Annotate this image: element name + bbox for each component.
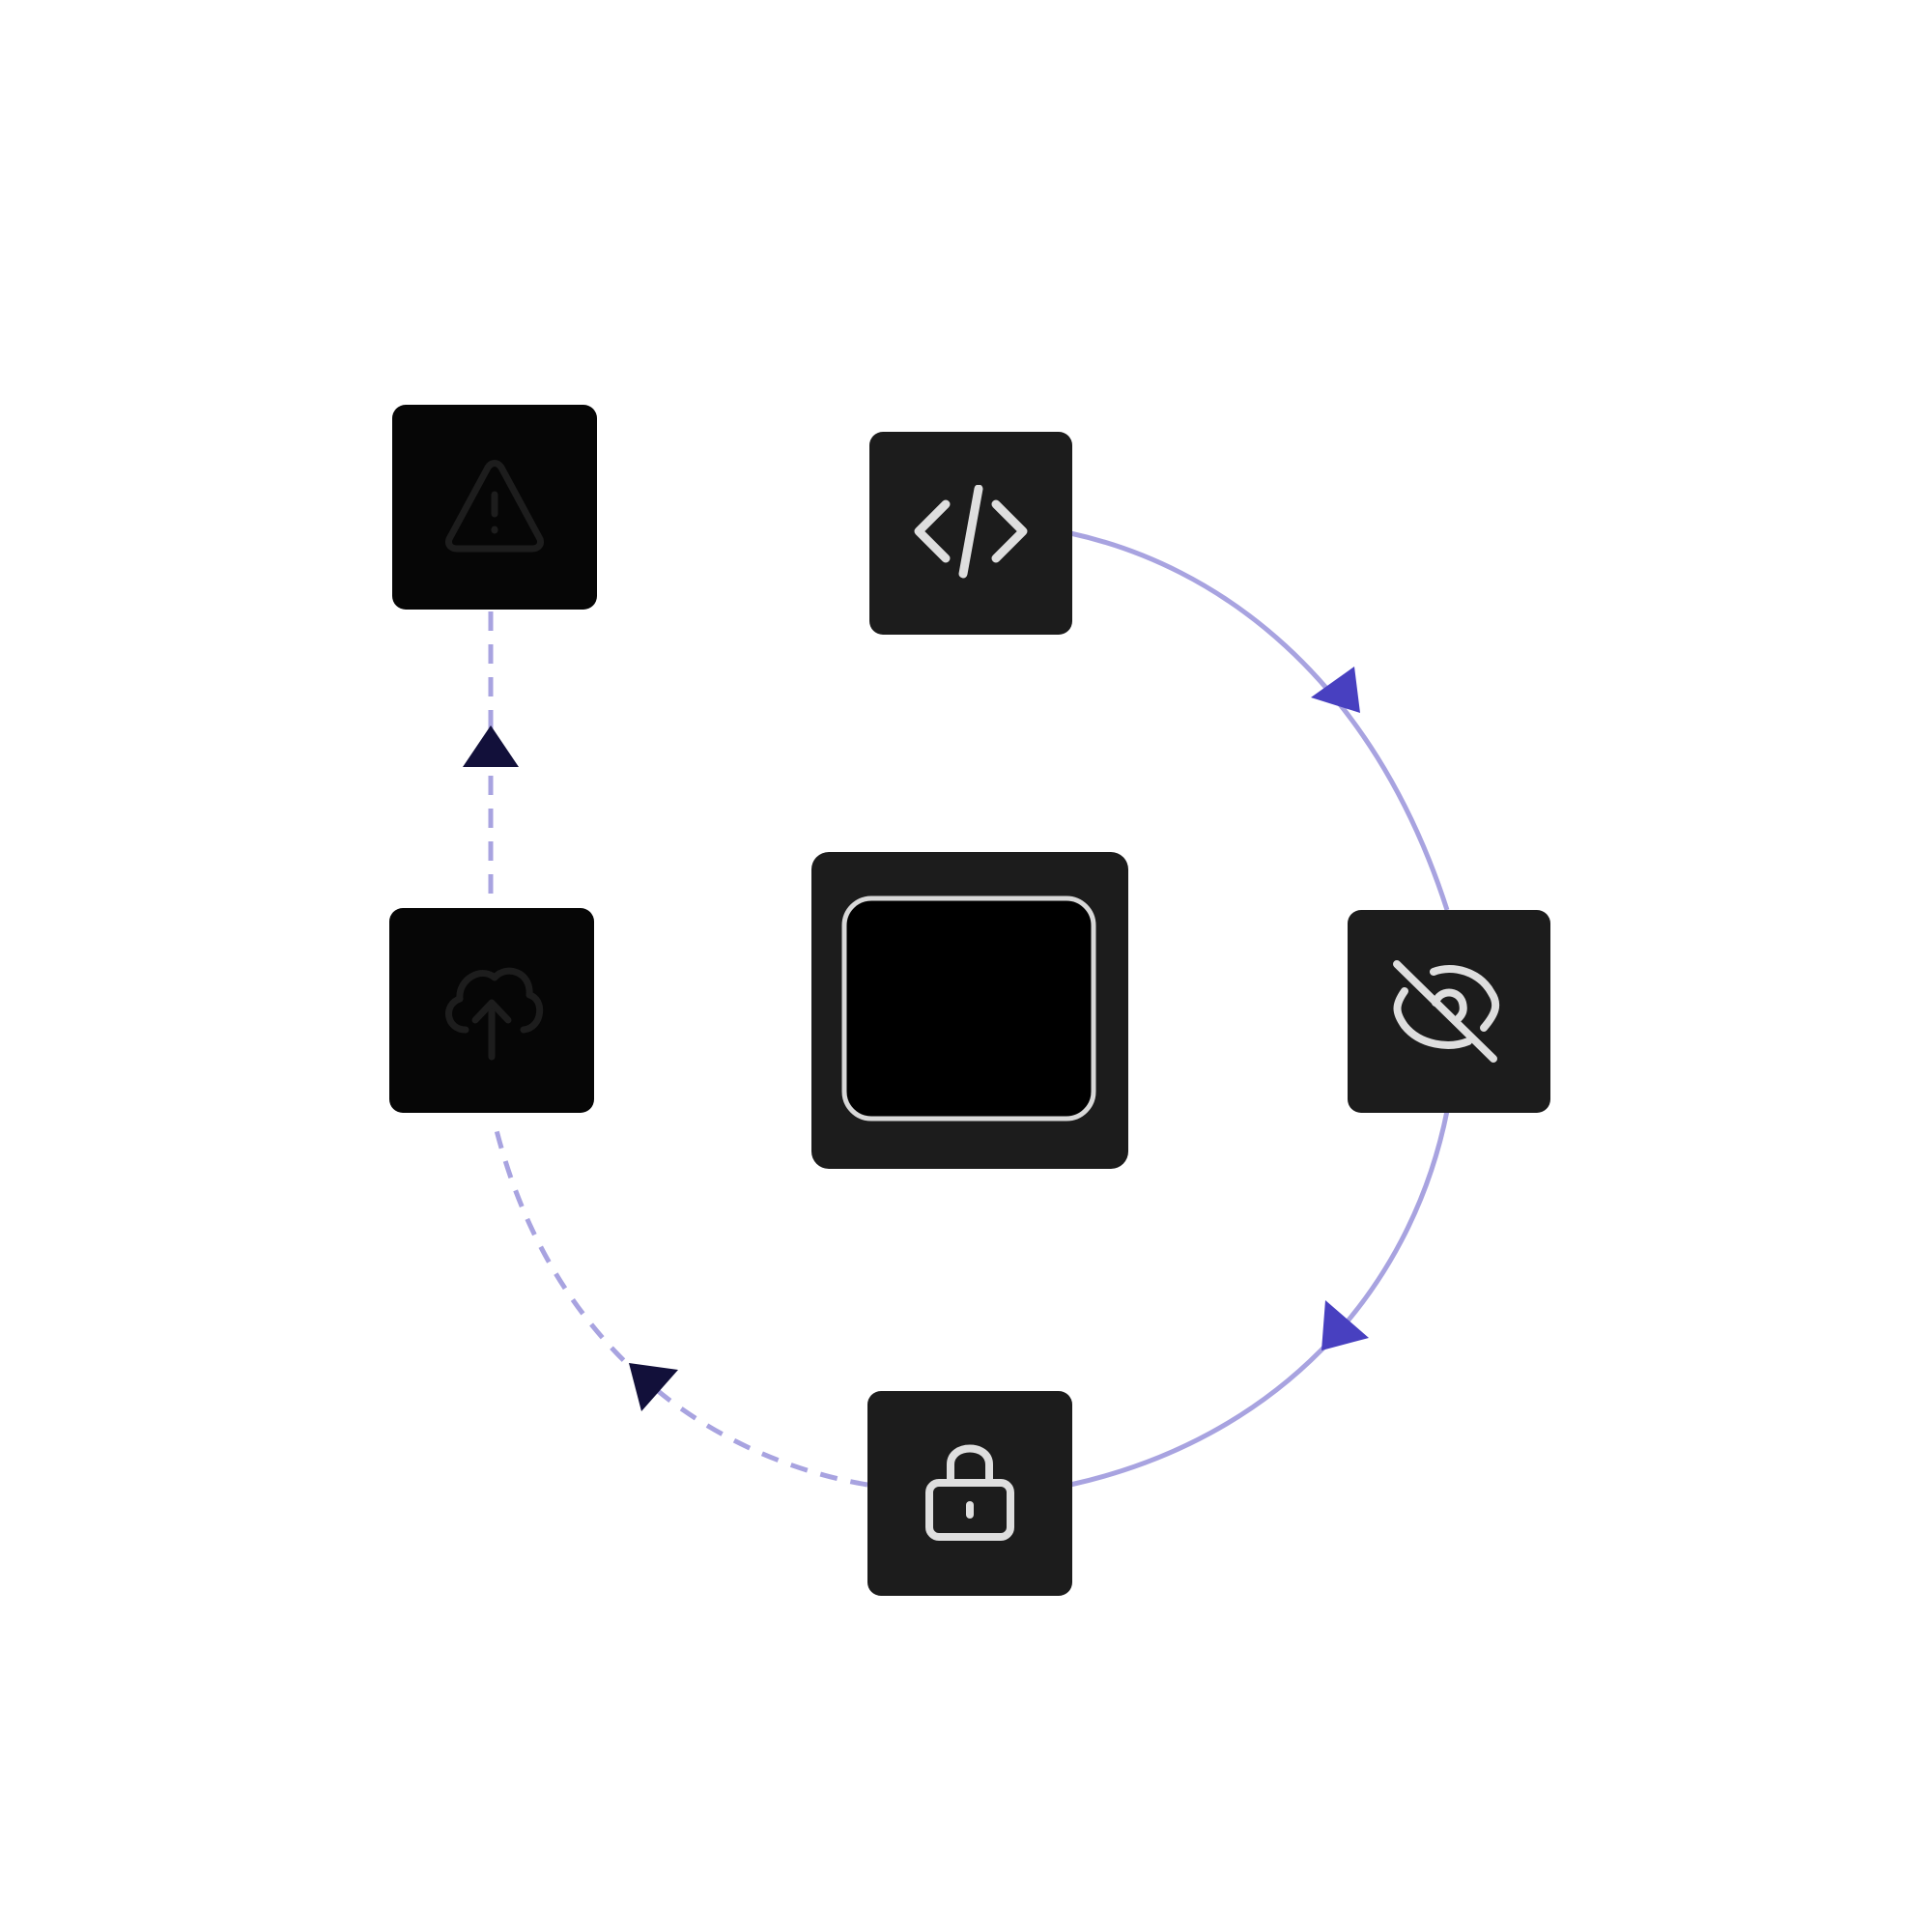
- node-hidden[interactable]: [1348, 910, 1550, 1113]
- code-brackets-icon: [914, 485, 1028, 579]
- code-editor-icon: [841, 895, 1096, 1122]
- cloud-upload-icon: [445, 967, 544, 1061]
- arrowhead-upload-to-warning: [463, 725, 519, 767]
- arrowhead-lock-to-upload: [629, 1363, 678, 1411]
- warning-triangle-icon: [445, 460, 544, 553]
- eye-off-icon: [1393, 960, 1500, 1063]
- node-upload[interactable]: [389, 908, 594, 1113]
- connector-lock-to-upload: [492, 1122, 868, 1488]
- arrowhead-code-to-hidden: [1311, 667, 1360, 713]
- arrowhead-hidden-to-lock: [1321, 1300, 1369, 1350]
- node-center[interactable]: [811, 852, 1128, 1169]
- node-code[interactable]: [869, 432, 1072, 635]
- node-lock[interactable]: [867, 1391, 1072, 1596]
- lock-icon: [925, 1444, 1014, 1541]
- connector-code-to-hidden: [1069, 530, 1450, 911]
- node-warning[interactable]: [392, 405, 597, 610]
